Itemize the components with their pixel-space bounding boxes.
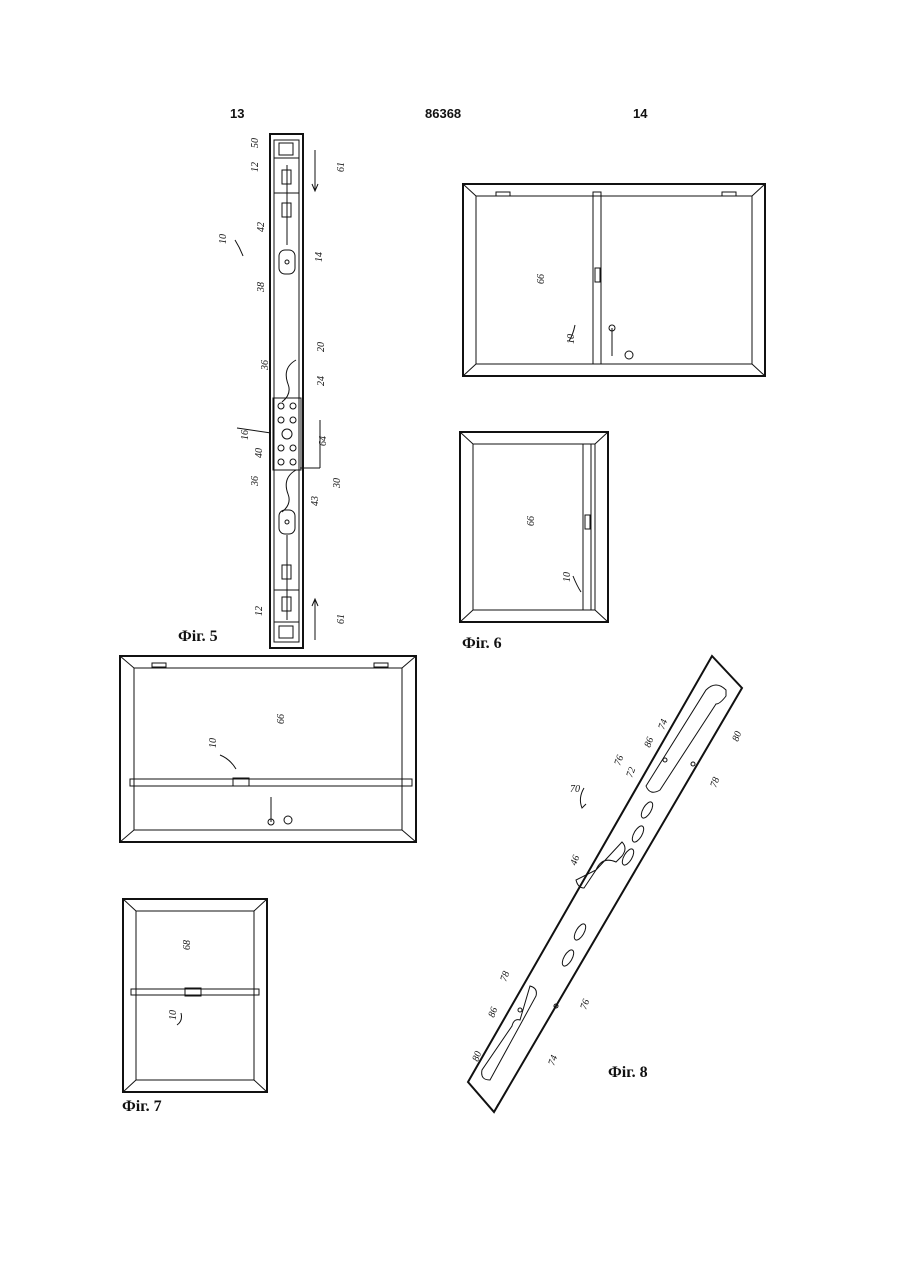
ref-86-top: 86: [642, 736, 656, 749]
figure-8-caption: Фіг. 8: [608, 1064, 648, 1082]
ref-78-bottom: 78: [498, 970, 512, 983]
ref-74-bottom: 74: [546, 1054, 560, 1067]
ref-74-top: 74: [656, 718, 670, 731]
ref-76-top: 76: [612, 754, 626, 767]
ref-86-bottom: 86: [486, 1006, 500, 1019]
ref-80-top: 80: [730, 730, 744, 743]
ref-46: 46: [568, 854, 582, 867]
ref-70: 70: [570, 784, 580, 795]
ref-80-bottom: 80: [470, 1050, 484, 1063]
ref-72: 72: [624, 766, 638, 779]
ref-78-top: 78: [708, 776, 722, 789]
ref-76-bottom: 76: [578, 998, 592, 1011]
